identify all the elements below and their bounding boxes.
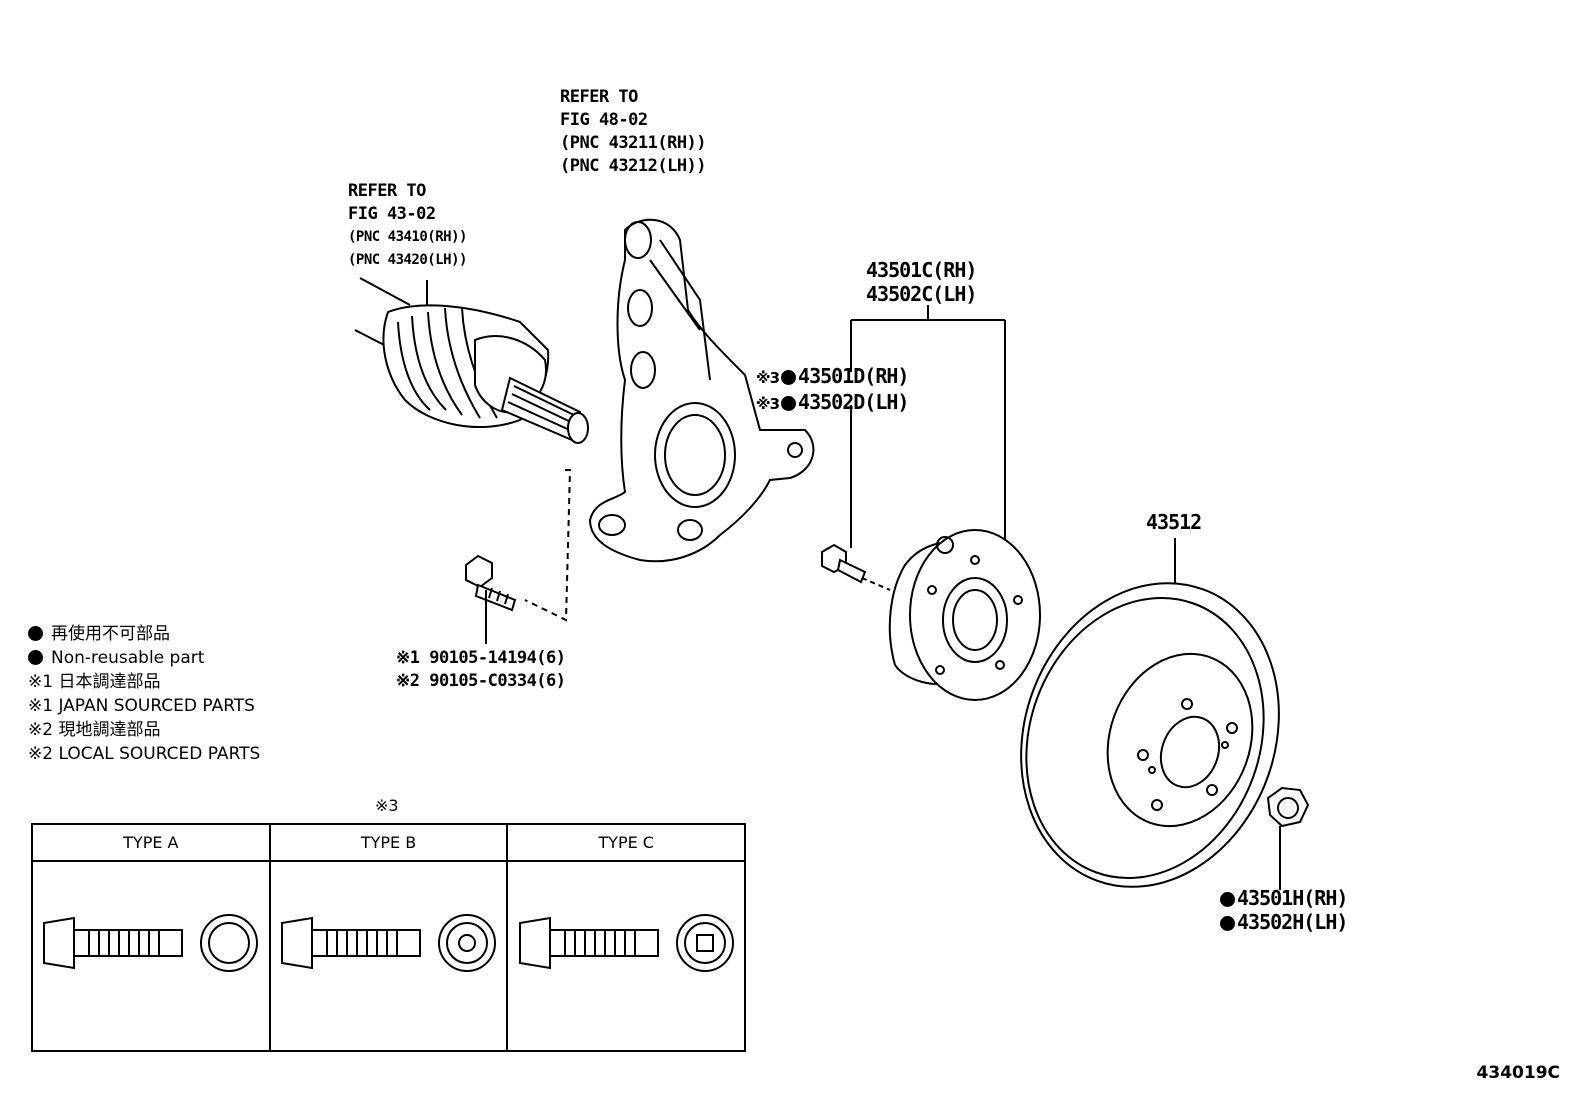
knuckle-ref-line1: REFER TO xyxy=(560,87,638,107)
knuckle-reference-label: REFER TO FIG 48-02 (PNC 43211(RH)) (PNC … xyxy=(560,86,707,178)
legend-text: ※2 LOCAL SOURCED PARTS xyxy=(28,744,261,764)
type-column: TYPE B xyxy=(270,825,509,1050)
axle-ref-line3: (PNC 43410(RH)) xyxy=(348,229,467,245)
type-table-mark: ※3 xyxy=(375,796,399,815)
hub-bearing-illustration xyxy=(821,305,1041,701)
legend-item: ※2 LOCAL SOURCED PARTS xyxy=(28,742,260,766)
assembly-dashed-line xyxy=(524,469,572,622)
steering-knuckle-illustration xyxy=(588,218,815,563)
axle-ref-line1: REFER TO xyxy=(348,181,426,201)
type-c-header: TYPE C xyxy=(508,825,745,862)
legend-item: 再使用不可部品 xyxy=(28,622,260,646)
nut-rh: 43501H(RH) xyxy=(1237,886,1348,910)
drawing-code: 434019C xyxy=(1476,1063,1560,1083)
non-reusable-dot-icon xyxy=(28,626,43,641)
type-a-header: TYPE A xyxy=(33,825,269,862)
stud-type-table: TYPE A TYPE B TYPE C xyxy=(31,823,746,1052)
legend-item: Non-reusable part xyxy=(28,646,260,670)
axle-reference-label: REFER TO FIG 43-02 (PNC 43410(RH)) (PNC … xyxy=(348,180,467,272)
stud-bolt-drawings xyxy=(43,914,734,972)
disc-part-label: 43512 xyxy=(1146,510,1202,534)
nut-part-label: 43501H(RH) 43502H(LH) xyxy=(1220,886,1348,934)
hub-bolt-lh: 43502D(LH) xyxy=(798,390,909,414)
knuckle-ref-line2: FIG 48-02 xyxy=(560,110,648,130)
non-reusable-dot-icon xyxy=(28,650,43,665)
legend: 再使用不可部品 Non-reusable part ※1 日本調達部品 ※1 J… xyxy=(28,622,260,766)
hub-bolt-mark-1: ※3 xyxy=(756,369,780,387)
legend-text: Non-reusable part xyxy=(51,648,205,668)
legend-text: ※1 JAPAN SOURCED PARTS xyxy=(28,696,255,716)
hub-assy-rh: 43501C(RH) xyxy=(866,258,977,282)
knuckle-ref-line4: (PNC 43212(LH)) xyxy=(560,156,707,176)
non-reusable-dot-icon xyxy=(1220,916,1235,931)
legend-text: ※1 日本調達部品 xyxy=(28,672,161,692)
legend-text: 再使用不可部品 xyxy=(51,624,170,644)
type-b-header: TYPE B xyxy=(270,825,507,862)
type-column: TYPE A xyxy=(33,825,271,1050)
non-reusable-dot-icon xyxy=(781,396,797,411)
flange-bolt-illustration xyxy=(465,554,517,644)
disc-rotor-illustration xyxy=(1020,538,1310,890)
knuckle-ref-line3: (PNC 43211(RH)) xyxy=(560,133,707,153)
non-reusable-dot-icon xyxy=(1220,892,1235,907)
axle-ref-line2: FIG 43-02 xyxy=(348,204,436,224)
bolt-line1: ※1 90105-14194(6) xyxy=(396,648,566,668)
legend-item: ※1 JAPAN SOURCED PARTS xyxy=(28,694,260,718)
bolt-line2: ※2 90105-C0334(6) xyxy=(396,671,566,691)
hub-assy-part-label: 43501C(RH) 43502C(LH) xyxy=(866,258,977,306)
type-column: TYPE C xyxy=(508,825,745,1050)
non-reusable-dot-icon xyxy=(781,370,797,385)
hub-bolt-mark-2: ※3 xyxy=(756,395,780,413)
legend-text: ※2 現地調達部品 xyxy=(28,720,161,740)
legend-item: ※2 現地調達部品 xyxy=(28,718,260,742)
hub-bolt-part-label: ※3 43501D(RH) ※3 43502D(LH) xyxy=(756,364,909,416)
bolt-part-label: ※1 90105-14194(6) ※2 90105-C0334(6) xyxy=(396,647,566,693)
hub-bolt-rh: 43501D(RH) xyxy=(798,364,909,388)
drive-shaft-illustration xyxy=(354,277,589,444)
nut-lh: 43502H(LH) xyxy=(1237,910,1348,934)
axle-ref-line4: (PNC 43420(LH)) xyxy=(348,252,467,268)
hub-assy-lh: 43502C(LH) xyxy=(866,282,977,306)
legend-item: ※1 日本調達部品 xyxy=(28,670,260,694)
